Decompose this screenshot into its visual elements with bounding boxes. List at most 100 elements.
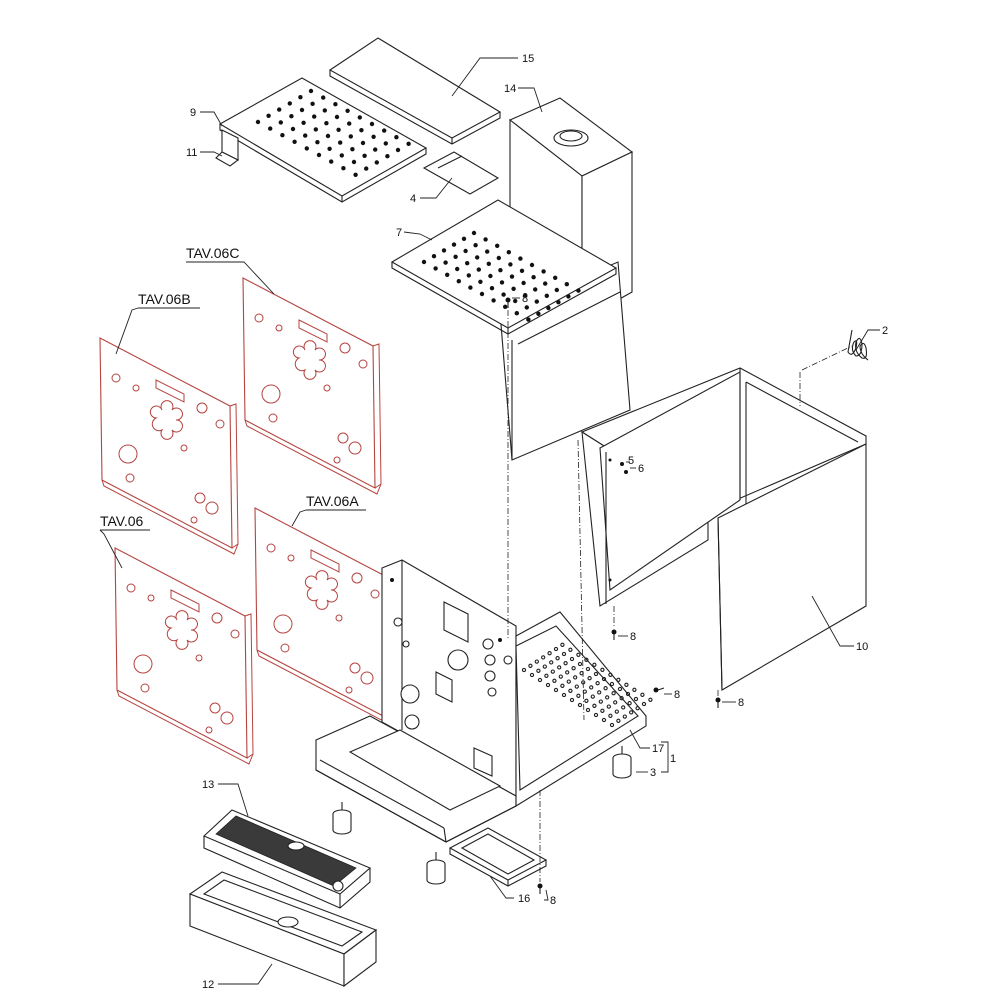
perforation-hole: [518, 256, 523, 261]
perforation-hole: [616, 677, 621, 682]
perforation-hole: [301, 120, 306, 126]
perforation-hole: [566, 294, 571, 299]
perforation-hole: [304, 146, 309, 151]
perforation-hole: [635, 706, 640, 711]
perforation-hole: [278, 120, 283, 125]
perforation-hole: [557, 665, 562, 670]
perforation-hole: [362, 153, 367, 158]
panel-hole: [339, 342, 351, 354]
label-tav06a: TAV.06A: [306, 493, 359, 509]
panel-hole: [323, 384, 331, 392]
perforation-hole: [395, 147, 401, 153]
panel-hole: [215, 419, 225, 429]
perforation-hole: [339, 153, 344, 158]
panel-hole: [337, 432, 349, 444]
leader-lines: [99, 57, 880, 985]
panel-hole: [254, 313, 264, 323]
perforation-hole: [582, 689, 587, 694]
perforation-hole: [489, 286, 495, 291]
perforation-hole: [597, 690, 602, 695]
perforation-hole: [353, 172, 358, 177]
perforation-hole: [537, 677, 543, 683]
perforation-hole: [511, 286, 516, 291]
part-13-drip-grid: [203, 809, 372, 909]
tav06-panel: [114, 547, 254, 765]
perforation-hole: [568, 688, 573, 693]
tav06c-panel: [242, 277, 382, 495]
panel-hole: [360, 671, 374, 685]
label-tav06c: TAV.06C: [186, 245, 239, 261]
perforation-hole: [560, 683, 565, 688]
label-tav06b: TAV.06B: [138, 291, 191, 307]
perforation-hole: [625, 691, 631, 697]
perforation-hole: [563, 661, 568, 666]
panel-slot: [155, 379, 185, 403]
perforation-hole: [325, 133, 331, 139]
perforation-hole: [613, 700, 618, 705]
perforation-hole: [531, 275, 536, 280]
perforation-hole: [611, 691, 616, 696]
label-7: 7: [396, 227, 402, 239]
perforation-hole: [536, 668, 541, 673]
part-side-housing: [580, 367, 867, 607]
perforation-hole: [614, 709, 619, 714]
perforation-hole: [456, 279, 461, 284]
panel-hole: [111, 373, 121, 383]
perforation-hole: [595, 681, 600, 686]
perforation-hole: [364, 166, 369, 171]
perforation-hole: [600, 667, 605, 672]
perforation-hole: [441, 248, 447, 253]
perforation-hole: [561, 692, 567, 698]
perforation-hole: [479, 291, 485, 297]
perforation-hole: [519, 268, 525, 273]
perforation-hole: [255, 119, 261, 125]
part-15-top-cover: [328, 37, 502, 145]
panel-hole: [261, 384, 281, 404]
perforation-hole: [394, 135, 399, 140]
perforation-hole: [541, 655, 546, 660]
part-labels: 15 14 9 11 4 7 8 2 5 6 8 10 8 8 17 1 3 1…: [186, 53, 888, 991]
panel-hole: [275, 324, 283, 332]
perforation-hole: [509, 274, 515, 279]
perforation-hole: [461, 236, 467, 241]
perforation-hole: [308, 88, 314, 94]
perforation-hole: [341, 166, 346, 171]
perforation-hole: [383, 141, 388, 146]
perforation-hole: [310, 101, 315, 107]
perforation-hole: [544, 293, 549, 298]
perforation-hole: [347, 121, 352, 126]
perforation-hole: [345, 108, 350, 114]
perforation-hole: [478, 279, 483, 284]
perforation-hole: [601, 717, 607, 723]
perforation-hole: [421, 259, 427, 265]
perforation-hole: [321, 95, 326, 100]
perforation-hole: [299, 107, 305, 113]
panel-hole: [230, 629, 240, 639]
perforation-hole: [619, 696, 624, 701]
perforation-hole: [600, 708, 605, 713]
perforation-hole: [499, 280, 505, 285]
panel-hole: [180, 444, 188, 452]
perforation-hole: [524, 305, 529, 310]
perforation-hole: [552, 678, 557, 683]
perforation-hole: [329, 159, 334, 164]
perforation-hole: [584, 698, 589, 703]
perforation-hole: [348, 134, 353, 139]
perforation-hole: [268, 126, 273, 131]
perforation-hole: [486, 261, 491, 266]
perforation-hole: [622, 714, 627, 719]
perforation-hole: [592, 703, 597, 708]
perforation-hole: [534, 299, 539, 304]
perforation-hole: [561, 651, 567, 657]
part-17-base-frame: [315, 559, 653, 843]
perforation-hole: [576, 693, 581, 698]
perforation-hole: [598, 699, 603, 704]
panel-hole: [266, 543, 276, 553]
panel-hole: [132, 384, 140, 392]
perforation-hole: [553, 687, 559, 693]
perforation-hole: [550, 669, 555, 674]
perforation-hole: [565, 670, 570, 675]
perforation-hole: [338, 140, 343, 145]
perforation-hole: [558, 674, 563, 679]
